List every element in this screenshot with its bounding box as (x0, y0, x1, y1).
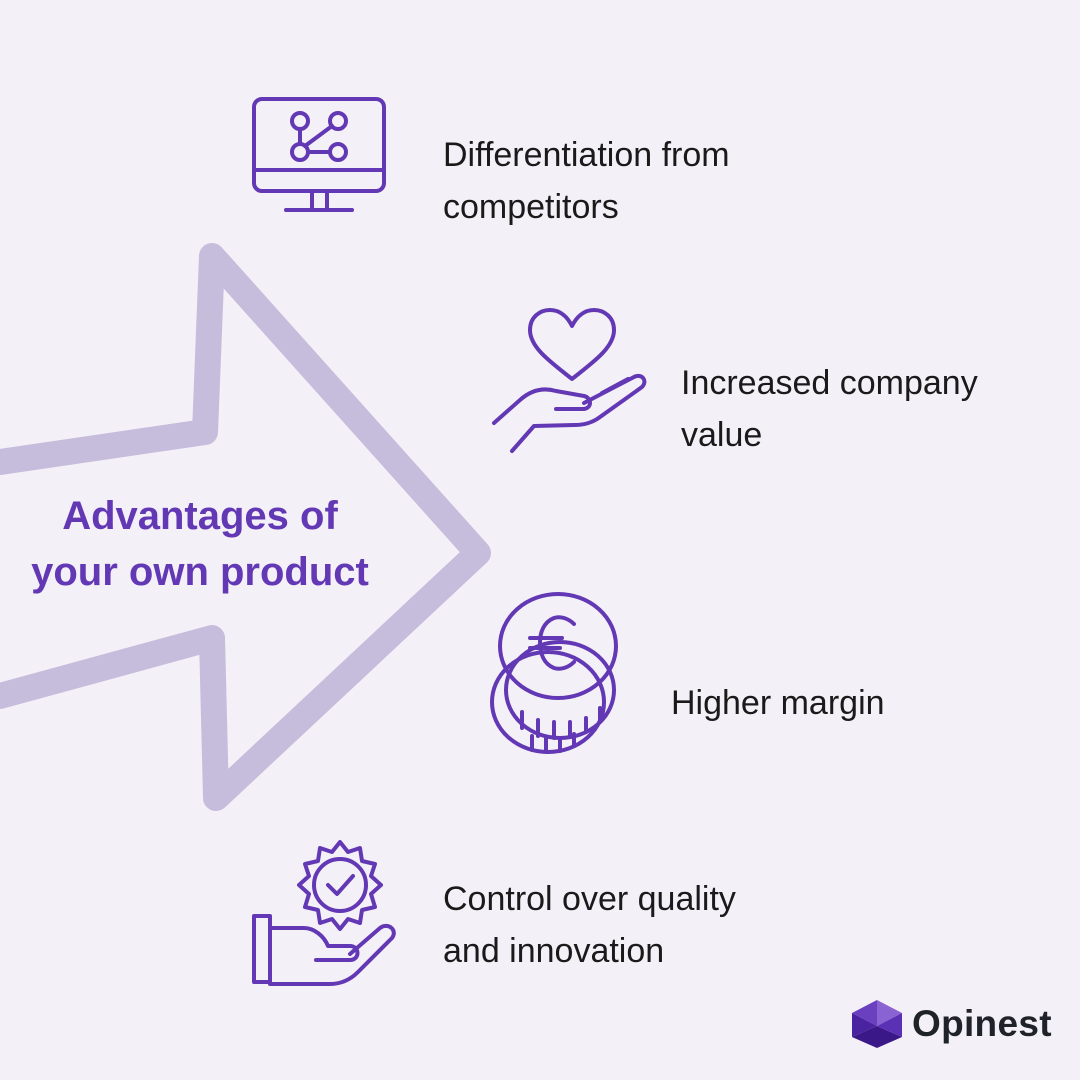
item-1-line-2: competitors (443, 188, 619, 226)
item-2-line-1: Increased company (681, 364, 978, 402)
heart-in-hand-icon (492, 308, 647, 453)
quality-badge-hand-icon (252, 840, 396, 986)
item-3-line-1: Higher margin (671, 684, 885, 722)
center-title: Advantages of your own product (0, 488, 400, 600)
item-company-value: Increased company value (681, 357, 1071, 461)
item-1-line-1: Differentiation from (443, 136, 730, 174)
item-4-line-2: and innovation (443, 932, 665, 970)
item-higher-margin: Higher margin (671, 677, 1031, 729)
item-4-line-1: Control over quality (443, 880, 736, 918)
monitor-network-icon (252, 97, 386, 212)
opinest-logo-icon (852, 1000, 902, 1048)
item-2-line-2: value (681, 416, 763, 454)
center-title-line-1: Advantages of (62, 494, 338, 538)
brand-name: Opinest (912, 1003, 1052, 1044)
center-title-line-2: your own product (31, 550, 369, 594)
item-differentiation: Differentiation from competitors (443, 129, 863, 233)
brand: Opinest (850, 996, 1060, 1052)
item-quality-control: Control over quality and innovation (443, 873, 863, 977)
euro-coins-icon (490, 592, 618, 754)
